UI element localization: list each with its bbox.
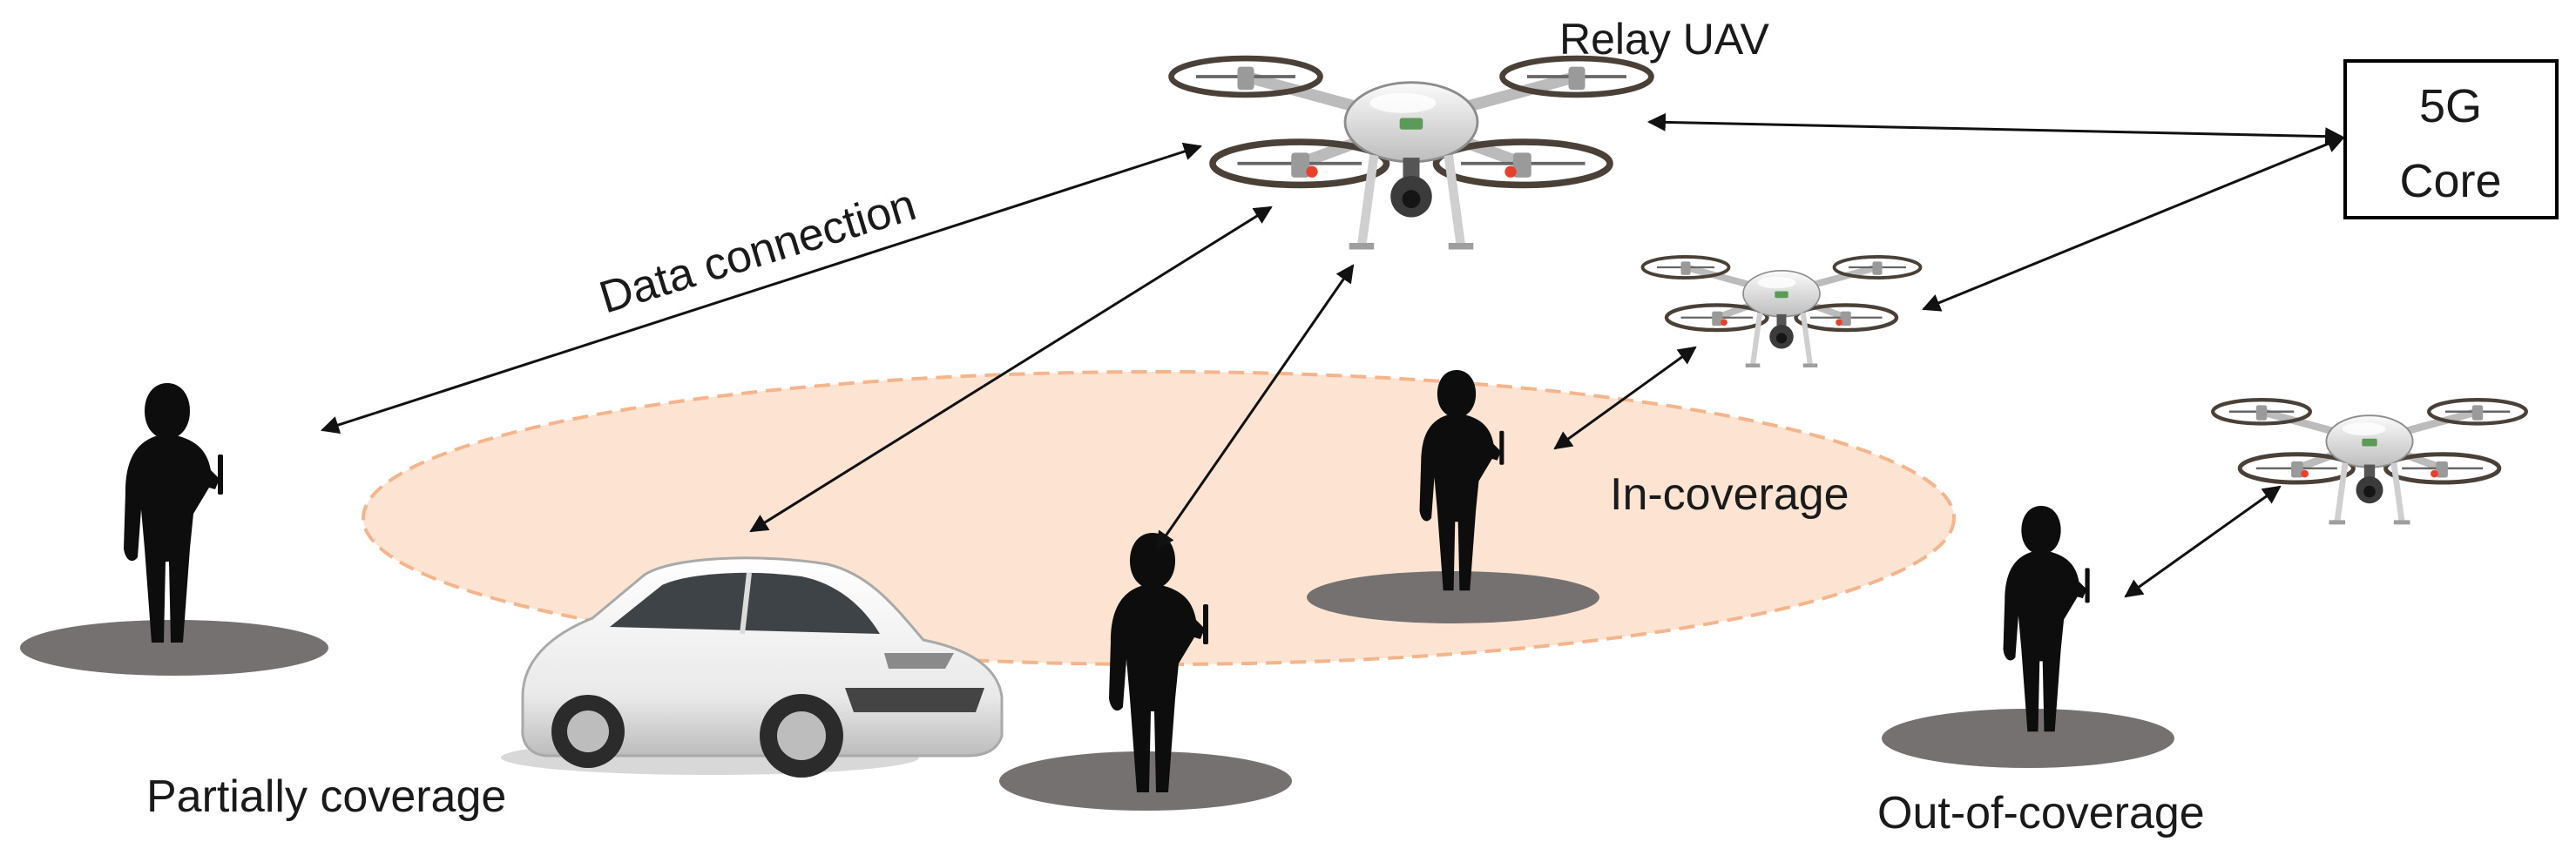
- double-arrow-icon: [1553, 346, 1697, 450]
- person-silhouette-partial: [124, 383, 223, 643]
- drone-icon-right: [2213, 400, 2526, 522]
- ground-shadow-partial: [20, 620, 328, 676]
- double-arrow-icon: [2124, 485, 2282, 598]
- 5g-core-label-line2: Core: [2399, 155, 2501, 207]
- drone-icon-relay: [1172, 58, 1652, 246]
- double-arrow-icon: [1922, 135, 2345, 312]
- partial-coverage-label: Partially coverage: [146, 771, 506, 822]
- double-arrow-icon: [1646, 112, 2344, 146]
- double-arrow-icon: [749, 205, 1273, 533]
- in-coverage-label: In-coverage: [1610, 469, 1849, 520]
- ground-shadow-out-of-coverage: [1882, 709, 2174, 768]
- relay-uav-label: Relay UAV: [1559, 15, 1769, 64]
- person-silhouette-out-of-coverage: [2003, 506, 2090, 732]
- drone-icon-middle: [1643, 257, 1921, 366]
- out-of-coverage-label: Out-of-coverage: [1877, 788, 2205, 838]
- car-icon: [501, 556, 1004, 778]
- double-arrow-icon: [1155, 264, 1355, 550]
- 5g-core-label-line1: 5G: [2419, 80, 2482, 132]
- 5g-core-box: [2343, 59, 2559, 219]
- ground-shadow-in-coverage: [1307, 571, 1599, 623]
